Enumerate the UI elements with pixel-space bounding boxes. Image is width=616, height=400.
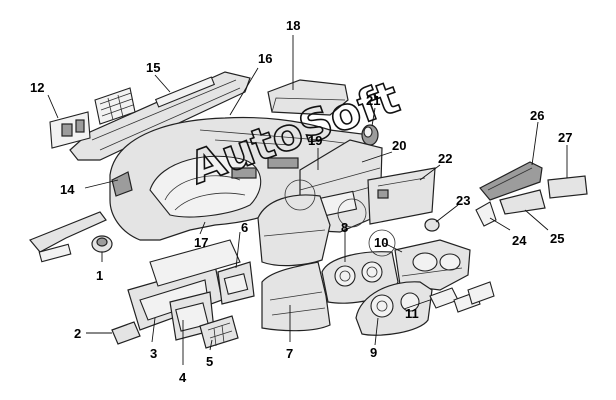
part-17-center-lower-housing	[257, 194, 331, 267]
part-23-plug	[424, 218, 440, 232]
part-16-dashboard-body	[109, 116, 373, 241]
callout-10: 10	[374, 235, 388, 250]
part-14-left-vent	[111, 171, 133, 197]
part-22-glovebox-lid	[367, 167, 436, 225]
part-7-lower-trim	[261, 261, 331, 332]
callout-14: 14	[60, 182, 75, 197]
part-1-knob	[91, 235, 113, 253]
callout-21: 21	[366, 93, 380, 108]
part-27-trim-block	[547, 175, 588, 199]
callout-8: 8	[341, 220, 348, 235]
callout-5: 5	[206, 354, 213, 369]
part-18-top-pad	[267, 79, 349, 116]
callout-7: 7	[286, 346, 293, 361]
callout-24: 24	[512, 233, 527, 248]
part-5-connector-block	[199, 315, 239, 349]
callout-3: 3	[150, 346, 157, 361]
callout-16: 16	[258, 51, 272, 66]
callout-27: 27	[558, 130, 572, 145]
part-2-block	[111, 321, 141, 345]
part-11-switch-bank	[429, 281, 495, 313]
part-24-bracket	[475, 201, 497, 227]
part-9-cluster-bezel	[355, 281, 433, 336]
callout-17: 17	[194, 235, 208, 250]
part-15-upper-dash-shelf	[69, 71, 251, 161]
callout-18: 18	[286, 18, 300, 33]
part-3-upper-frame	[149, 239, 241, 287]
callout-25: 25	[550, 231, 564, 246]
callout-9: 9	[370, 345, 377, 360]
part-26-upper-trim	[479, 161, 543, 201]
part-10-cluster-assembly	[394, 239, 471, 291]
callout-1: 1	[96, 268, 103, 283]
callout-12: 12	[30, 80, 44, 95]
callout-22: 22	[438, 151, 452, 166]
part-21-knob	[361, 124, 379, 146]
part-12-side-panel	[49, 111, 91, 149]
callout-numbers: 1 2 3 4 5 6 7 8 9 10 11 12 14 15 16 17 1…	[30, 18, 572, 385]
callout-23: 23	[456, 193, 470, 208]
callout-11: 11	[405, 306, 419, 321]
part-left-lever-assembly	[29, 211, 107, 263]
callout-2: 2	[74, 326, 81, 341]
callout-19: 19	[308, 133, 322, 148]
part-vent-grille-block	[94, 87, 136, 125]
callout-6: 6	[241, 220, 248, 235]
callout-4: 4	[179, 370, 187, 385]
part-6-cover-plate	[217, 261, 255, 305]
callout-26: 26	[530, 108, 544, 123]
part-25-lower-trim	[499, 189, 546, 215]
callout-20: 20	[392, 138, 406, 153]
leader-lines	[47, 35, 568, 365]
callout-15: 15	[146, 60, 160, 75]
